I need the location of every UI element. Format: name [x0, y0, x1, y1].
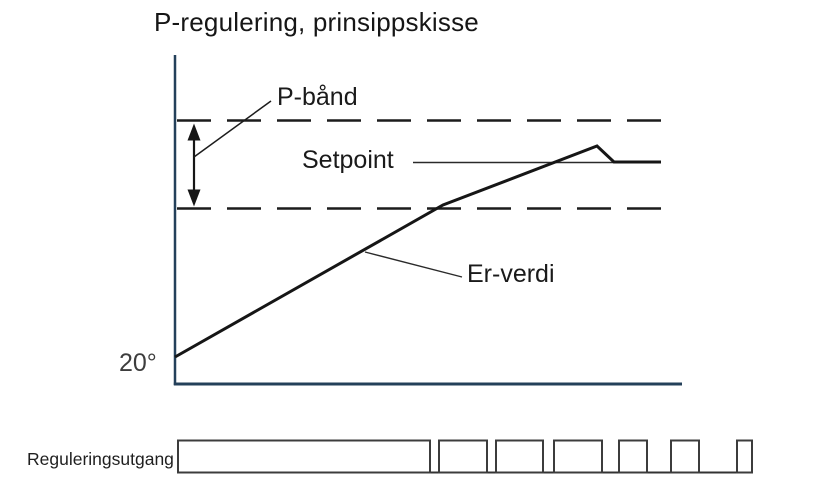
- er-verdi-leader-line: [364, 251, 463, 278]
- p-band-leader-line: [193, 100, 272, 158]
- er-verdi-label: Er-verdi: [467, 260, 555, 288]
- output-pulse-3: [495, 439, 544, 474]
- setpoint-label: Setpoint: [302, 146, 394, 174]
- p-band-label: P-bånd: [277, 83, 358, 111]
- pulse-train-group: [177, 439, 753, 474]
- p-band-range-arrow: [187, 123, 201, 207]
- start-temperature-label: 20°: [119, 349, 157, 377]
- output-pulse-6: [670, 439, 700, 474]
- output-pulse-4: [553, 439, 603, 474]
- page-title: P-regulering, prinsippskisse: [154, 7, 479, 37]
- er-verdi-curve: [174, 144, 661, 359]
- output-pulse-7: [736, 439, 753, 474]
- regulation-output-label: Reguleringsutgang: [27, 449, 174, 469]
- output-pulse-5: [618, 439, 648, 474]
- output-pulse-1: [177, 439, 431, 474]
- output-pulse-2: [438, 439, 488, 474]
